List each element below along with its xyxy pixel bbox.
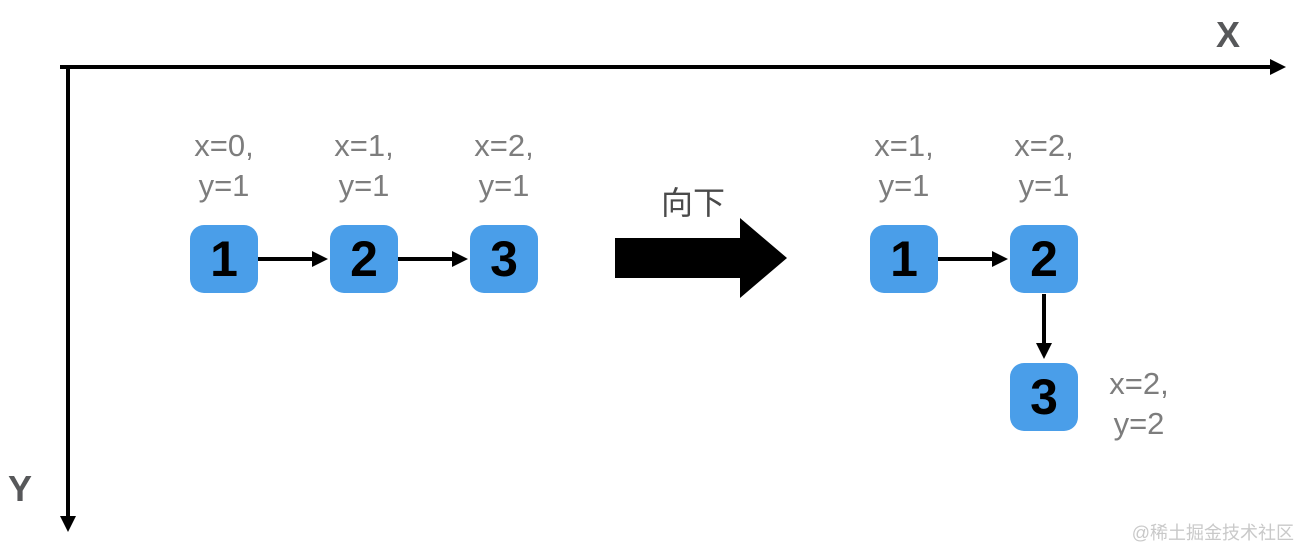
coord-line: y=1 (1018, 168, 1070, 203)
before-node-3: 3 (470, 225, 538, 293)
before-node-3-coords: x=2, y=1 (444, 126, 564, 206)
after-node-3-coords: x=2, y=2 (1094, 364, 1184, 444)
after-node-3: 3 (1010, 363, 1078, 431)
x-axis-label: X (1216, 14, 1241, 55)
after-node-1: 1 (870, 225, 938, 293)
coord-line: x=0, (194, 128, 254, 163)
coord-line: y=1 (478, 168, 530, 203)
after-node-1-coords: x=1, y=1 (844, 126, 964, 206)
coord-line: x=1, (874, 128, 934, 163)
before-node-1: 1 (190, 225, 258, 293)
big-right-arrow-icon (615, 218, 787, 298)
coord-line: x=2, (1014, 128, 1074, 163)
before-node-2: 2 (330, 225, 398, 293)
after-node-2-coords: x=2, y=1 (984, 126, 1104, 206)
coord-line: y=1 (878, 168, 930, 203)
before-node-1-coords: x=0, y=1 (164, 126, 284, 206)
after-node-2: 2 (1010, 225, 1078, 293)
coord-line: x=2, (474, 128, 534, 163)
transform-arrow-label: 向下 (660, 185, 725, 221)
coord-line: y=1 (198, 168, 250, 203)
y-axis-label: Y (8, 468, 33, 509)
watermark: @稀土掘金技术社区 (1131, 523, 1294, 543)
coord-line: x=1, (334, 128, 394, 163)
coord-line: y=2 (1113, 406, 1165, 441)
coord-line: y=1 (338, 168, 390, 203)
before-node-2-coords: x=1, y=1 (304, 126, 424, 206)
coord-line: x=2, (1109, 366, 1169, 401)
